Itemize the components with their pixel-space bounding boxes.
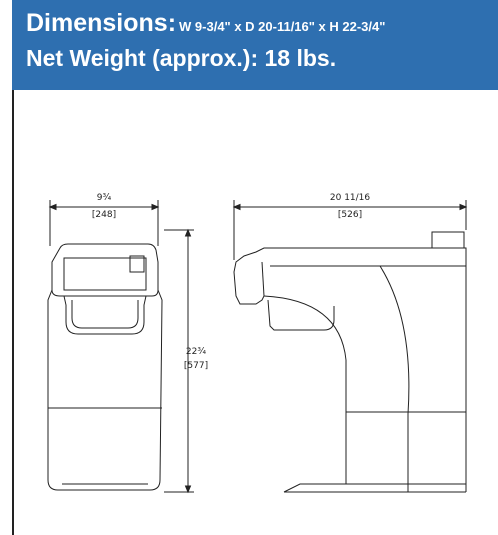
dimensions-line: Dimensions:W 9-3/4" x D 20-11/16" x H 22… bbox=[26, 8, 498, 42]
front-width-metric: [248] bbox=[92, 210, 116, 220]
front-height-metric: [577] bbox=[184, 361, 208, 371]
side-view bbox=[233, 231, 467, 493]
drawing-frame bbox=[12, 90, 498, 535]
side-depth-dimension bbox=[232, 200, 468, 260]
front-height-dimension bbox=[164, 228, 194, 494]
front-height-label: 22¾ bbox=[186, 347, 206, 357]
side-depth-metric: [526] bbox=[338, 210, 362, 220]
dimensions-values: W 9-3/4" x D 20-11/16" x H 22-3/4" bbox=[179, 19, 386, 34]
side-depth-label: 20 11/16 bbox=[330, 193, 371, 203]
net-weight: Net Weight (approx.): 18 lbs. bbox=[26, 45, 337, 71]
spec-header: Dimensions:W 9-3/4" x D 20-11/16" x H 22… bbox=[12, 0, 498, 90]
front-view bbox=[47, 243, 163, 491]
front-width-label: 9¾ bbox=[97, 193, 112, 203]
front-width-dimension bbox=[48, 200, 160, 246]
dimensions-title: Dimensions: bbox=[26, 9, 177, 37]
